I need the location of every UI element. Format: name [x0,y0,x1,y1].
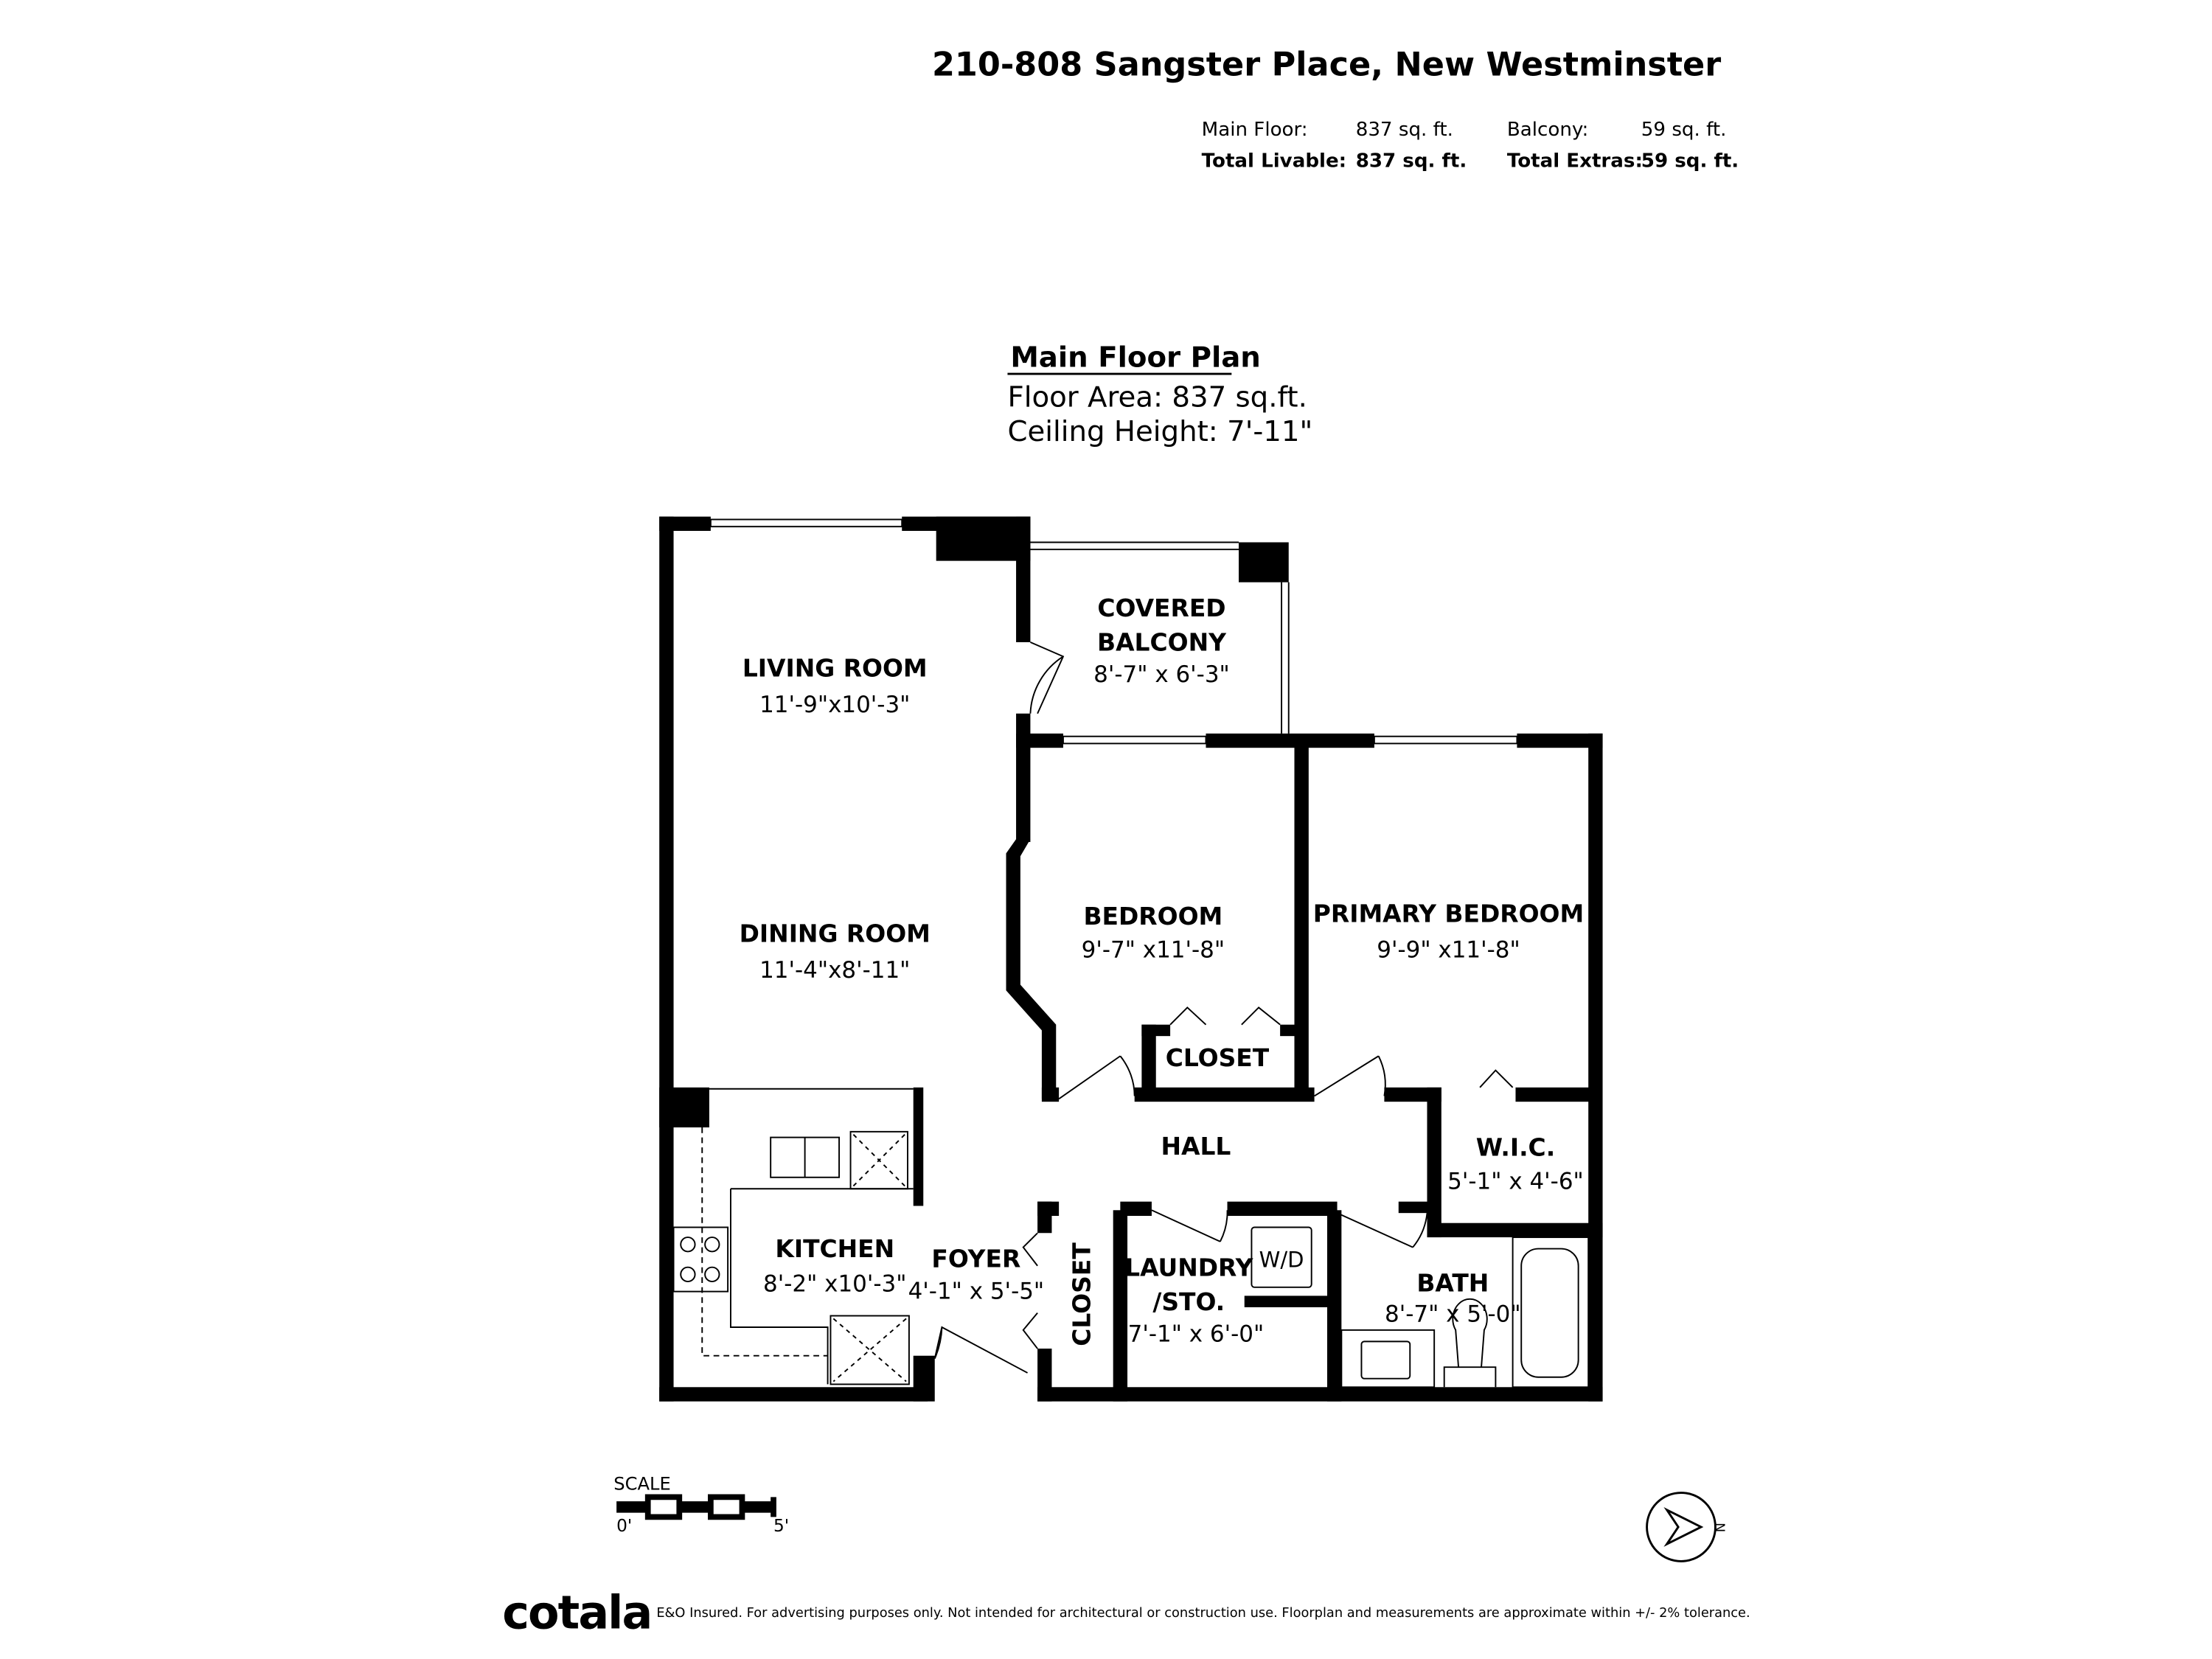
total-livable-label: Total Livable: [1202,150,1346,172]
total-livable-value: 837 sq. ft. [1356,150,1467,172]
primary-door [1314,1055,1386,1097]
area-summary: Main Floor: 837 sq. ft. Balcony: 59 sq. … [1202,119,1739,173]
window [1373,735,1518,745]
dishwasher [830,1315,910,1385]
ceiling-height: Ceiling Height: 7'-11" [1007,415,1312,448]
room-labels: LIVING ROOM 11'-9"x10'-3" COVERED BALCON… [740,594,1585,1347]
disclaimer: E&O Insured. For advertising purposes on… [656,1605,1750,1621]
room-closet-name: CLOSET [1166,1043,1270,1072]
laundry-door [1151,1209,1228,1242]
walls [659,516,1603,1402]
stove [672,1226,729,1293]
room-bedroom-dims: 9'-7" x11'-8" [1082,937,1225,964]
scale-label: SCALE [613,1474,671,1495]
bath-door [1337,1212,1428,1248]
scale-max: 5' [773,1516,789,1536]
scale-min: 0' [616,1516,632,1536]
room-hall-name: HALL [1161,1132,1231,1161]
room-foyer-name: FOYER [931,1245,1020,1273]
washer-dryer-label: W/D [1259,1248,1304,1273]
room-dining-dims: 11'-4"x8'-11" [759,957,910,984]
fridge [849,1130,908,1190]
total-extras-label: Total Extras: [1507,150,1643,172]
closet-bifold [1169,1006,1281,1026]
room-primary-dims: 9'-9" x11'-8" [1377,937,1520,964]
foyer-closet-bifold [1022,1232,1038,1349]
room-balcony-dims: 8'-7" x 6'-3" [1093,661,1230,688]
room-laundry-name: LAUNDRY [1124,1253,1253,1281]
compass-north-label: N [1711,1523,1726,1532]
wic-bifold [1479,1069,1514,1088]
room-bedroom-name: BEDROOM [1083,902,1222,931]
floor-area: Floor Area: 837 sq.ft. [1007,381,1307,414]
bath-vanity [1340,1329,1436,1388]
room-kitchen-dims: 8'-2" x10'-3" [763,1271,906,1298]
bedroom-door [1058,1055,1135,1100]
room-kitchen-name: KITCHEN [775,1234,894,1263]
bathtub [1512,1237,1590,1388]
room-dining-name: DINING ROOM [740,919,931,947]
toilet [1443,1298,1497,1388]
plan-title: Main Floor Plan [1010,341,1261,374]
north-compass-icon: N [1646,1492,1726,1562]
room-living-name: LIVING ROOM [742,653,928,682]
room-primary-name: PRIMARY BEDROOM [1313,899,1584,928]
scale-bar: SCALE 0' 5' [613,1474,789,1536]
washer-dryer [1251,1226,1312,1288]
room-balcony-name: COVERED [1097,594,1225,622]
balcony-label: Balcony: [1507,119,1588,141]
window [1062,735,1207,745]
window [709,518,903,528]
balcony-value: 59 sq. ft. [1641,119,1727,141]
room-bath-dims: 8'-7" x 5'-0" [1385,1301,1521,1327]
balcony-door [1029,641,1065,714]
address-title: 210-808 Sangster Place, New Westminster [932,46,1721,84]
room-wic-dims: 5'-1" x 4'-6" [1447,1168,1584,1194]
counter-edge [701,1127,828,1357]
main-floor-label: Main Floor: [1202,119,1308,141]
room-balcony-name2: BALCONY [1097,628,1227,657]
cotala-logo: cotala [502,1586,651,1639]
room-laundry-name2: /STO. [1152,1287,1225,1316]
room-foyer-closet-name: CLOSET [1068,1242,1096,1346]
entry-door [933,1326,1029,1374]
room-laundry-dims: 7'-1" x 6'-0" [1128,1321,1265,1347]
room-wic-name: W.I.C. [1476,1133,1555,1162]
room-bath-name: BATH [1416,1269,1489,1298]
room-living-dims: 11'-9"x10'-3" [759,692,910,718]
main-floor-value: 837 sq. ft. [1356,119,1453,141]
total-extras-value: 59 sq. ft. [1641,150,1739,172]
thin-lines [672,518,1590,1388]
room-foyer-dims: 4'-1" x 5'-5" [908,1278,1045,1304]
